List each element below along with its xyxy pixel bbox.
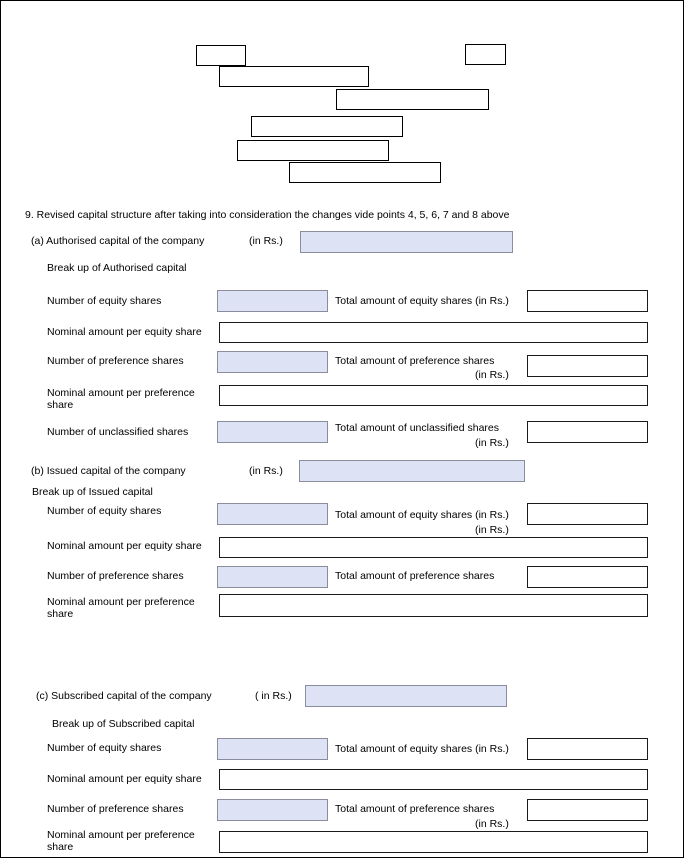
subscribed-equity-total-label: Total amount of equity shares (in Rs.) xyxy=(335,743,509,755)
authorised-unclassified-total-label-2: (in Rs.) xyxy=(475,437,509,449)
top-box-7[interactable] xyxy=(289,162,441,183)
subscribed-pref-nominal-field[interactable] xyxy=(219,831,648,853)
issued-equity-count-label: Number of equity shares xyxy=(47,505,162,517)
subscribed-pref-total-field[interactable] xyxy=(527,799,648,821)
authorised-currency-label: (in Rs.) xyxy=(249,235,283,247)
issued-pref-count-label: Number of preference shares xyxy=(47,570,184,582)
subscribed-title: (c) Subscribed capital of the company xyxy=(36,690,212,702)
subscribed-equity-nominal-field[interactable] xyxy=(219,769,648,790)
top-box-6[interactable] xyxy=(237,140,389,161)
authorised-unclassified-count-field[interactable] xyxy=(217,421,328,443)
subscribed-currency-label: ( in Rs.) xyxy=(255,690,292,702)
authorised-pref-total-label-2: (in Rs.) xyxy=(475,369,509,381)
subscribed-breakup-label: Break up of Subscribed capital xyxy=(52,718,195,730)
top-box-2[interactable] xyxy=(465,44,506,65)
authorised-equity-nominal-field[interactable] xyxy=(219,322,648,343)
subscribed-equity-total-field[interactable] xyxy=(527,738,648,760)
issued-equity-count-field[interactable] xyxy=(217,503,328,525)
authorised-total-field[interactable] xyxy=(300,231,513,253)
subscribed-pref-count-label: Number of preference shares xyxy=(47,803,184,815)
authorised-pref-total-label: Total amount of preference shares xyxy=(335,355,495,367)
issued-total-field[interactable] xyxy=(299,460,525,482)
authorised-title: (a) Authorised capital of the company xyxy=(31,235,205,247)
subscribed-equity-nominal-label: Nominal amount per equity share xyxy=(47,773,202,785)
authorised-unclassified-total-field[interactable] xyxy=(527,421,648,443)
authorised-pref-nominal-label: Nominal amount per preference share xyxy=(47,387,195,411)
issued-pref-count-field[interactable] xyxy=(217,566,328,588)
authorised-unclassified-total-label: Total amount of unclassified shares xyxy=(335,422,500,434)
issued-equity-total-field[interactable] xyxy=(527,503,648,525)
subscribed-total-field[interactable] xyxy=(305,685,507,707)
authorised-equity-nominal-label: Nominal amount per equity share xyxy=(47,326,202,338)
authorised-breakup-label: Break up of Authorised capital xyxy=(47,262,187,274)
item-9-heading: 9. Revised capital structure after takin… xyxy=(25,209,510,221)
issued-pref-total-field[interactable] xyxy=(527,566,648,588)
issued-breakup-label: Break up of Issued capital xyxy=(32,486,153,498)
subscribed-pref-total-label: Total amount of preference shares xyxy=(335,803,495,815)
subscribed-equity-count-field[interactable] xyxy=(217,738,328,760)
subscribed-pref-nominal-label: Nominal amount per preference share xyxy=(47,829,195,853)
top-box-4[interactable] xyxy=(336,89,489,110)
issued-equity-total-label: Total amount of equity shares (in Rs.) xyxy=(335,509,509,521)
issued-title: (b) Issued capital of the company xyxy=(31,465,186,477)
issued-equity-nominal-field[interactable] xyxy=(219,537,648,558)
issued-currency-label: (in Rs.) xyxy=(249,465,283,477)
top-box-5[interactable] xyxy=(251,116,403,137)
authorised-unclassified-count-label: Number of unclassified shares xyxy=(47,426,189,438)
authorised-equity-total-label: Total amount of equity shares (in Rs.) xyxy=(335,295,509,307)
authorised-equity-count-label: Number of equity shares xyxy=(47,295,162,307)
subscribed-pref-total-label-2: (in Rs.) xyxy=(475,818,509,830)
issued-equity-total-label-2: (in Rs.) xyxy=(475,524,509,536)
subscribed-pref-count-field[interactable] xyxy=(217,799,328,821)
authorised-pref-total-field[interactable] xyxy=(527,355,648,377)
authorised-equity-count-field[interactable] xyxy=(217,290,328,312)
issued-pref-nominal-field[interactable] xyxy=(219,594,648,617)
issued-pref-total-label: Total amount of preference shares xyxy=(335,570,495,582)
authorised-equity-total-field[interactable] xyxy=(527,290,648,312)
top-box-1[interactable] xyxy=(196,45,246,66)
subscribed-equity-count-label: Number of equity shares xyxy=(47,742,162,754)
issued-pref-nominal-label: Nominal amount per preference share xyxy=(47,596,195,620)
authorised-pref-count-field[interactable] xyxy=(217,351,328,373)
top-box-3[interactable] xyxy=(219,66,369,87)
issued-equity-nominal-label: Nominal amount per equity share xyxy=(47,540,202,552)
authorised-pref-count-label: Number of preference shares xyxy=(47,355,184,367)
authorised-pref-nominal-field[interactable] xyxy=(219,385,648,406)
